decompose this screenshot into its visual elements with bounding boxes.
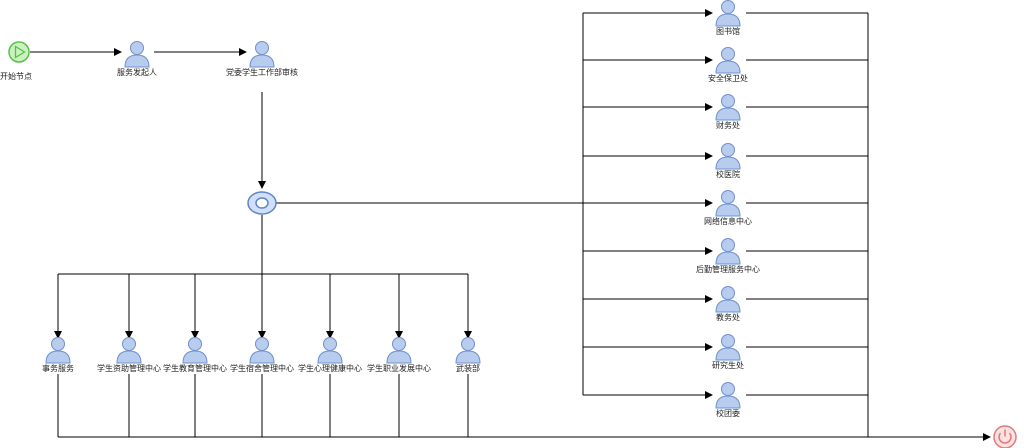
start-circle [8, 41, 30, 63]
actor-head-icon [721, 334, 735, 348]
review-label: 党委学生工作部审核 [226, 68, 298, 77]
right-role-actor-icon [715, 190, 741, 217]
actor-body-icon [715, 347, 741, 361]
actor-head-icon [392, 337, 406, 351]
actor-body-icon [715, 203, 741, 217]
right-role-label: 安全保卫处 [708, 74, 748, 83]
actor-body-icon [715, 251, 741, 265]
bottom-role-actor-icon [182, 337, 208, 364]
actor-body-icon [249, 54, 275, 68]
actor-head-icon [323, 337, 337, 351]
actor-head-icon [721, 286, 735, 300]
right-role-label: 研究生处 [712, 361, 744, 370]
end-node-icon [993, 425, 1017, 448]
actor-body-icon [116, 350, 142, 364]
right-role-actor-icon [715, 238, 741, 265]
bottom-role-actor-icon [249, 337, 275, 364]
right-role-label: 图书馆 [716, 27, 740, 36]
bottom-role-label: 事务服务 [42, 364, 74, 373]
actor-body-icon [715, 299, 741, 313]
play-icon [14, 45, 26, 59]
actor-head-icon [721, 47, 735, 61]
actor-head-icon [721, 382, 735, 396]
actor-body-icon [715, 60, 741, 74]
gateway-icon [247, 191, 277, 215]
actor-head-icon [188, 337, 202, 351]
right-role-label: 后勤管理服务中心 [696, 265, 760, 274]
bottom-role-label: 学生职业发展中心 [367, 364, 431, 373]
gateway-inner [255, 197, 269, 209]
actor-head-icon [51, 337, 65, 351]
bottom-role-actor-icon [45, 337, 71, 364]
actor-body-icon [249, 350, 275, 364]
right-role-actor-icon [715, 286, 741, 313]
actor-body-icon [455, 350, 481, 364]
right-role-label: 校医院 [716, 170, 740, 179]
right-role-actor-icon [715, 382, 741, 409]
actor-head-icon [255, 337, 269, 351]
bottom-role-actor-icon [317, 337, 343, 364]
actor-body-icon [386, 350, 412, 364]
end-circle [993, 425, 1017, 448]
bottom-role-actor-icon [455, 337, 481, 364]
actor-body-icon [45, 350, 71, 364]
actor-head-icon [721, 238, 735, 252]
initiator-label: 服务发起人 [117, 68, 157, 77]
right-role-actor-icon [715, 47, 741, 74]
actor-body-icon [715, 395, 741, 409]
bottom-role-label: 学生心理健康中心 [298, 364, 362, 373]
actor-body-icon [182, 350, 208, 364]
review-actor-icon [249, 41, 275, 68]
start-node-label: 开始节点 [0, 72, 32, 81]
actor-head-icon [721, 94, 735, 108]
actor-head-icon [122, 337, 136, 351]
power-arc [998, 432, 1012, 444]
connectors [30, 9, 991, 441]
actor-head-icon [130, 41, 144, 55]
right-role-label: 网络信息中心 [704, 217, 752, 226]
bottom-role-actor-icon [386, 337, 412, 364]
right-role-label: 财务处 [716, 121, 740, 130]
actor-body-icon [715, 107, 741, 121]
initiator-actor-icon [124, 41, 150, 68]
actor-body-icon [317, 350, 343, 364]
actor-body-icon [715, 13, 741, 27]
actor-body-icon [715, 156, 741, 170]
right-role-actor-icon [715, 0, 741, 27]
actor-body-icon [124, 54, 150, 68]
actor-head-icon [721, 190, 735, 204]
bottom-role-label: 学生资助管理中心 [97, 364, 161, 373]
bottom-role-label: 学生教育管理中心 [163, 364, 227, 373]
actor-head-icon [255, 41, 269, 55]
start-node-icon [8, 41, 30, 63]
right-role-label: 教务处 [716, 313, 740, 322]
bottom-role-label: 学生宿舍管理中心 [230, 364, 294, 373]
right-role-actor-icon [715, 143, 741, 170]
actor-head-icon [721, 0, 735, 14]
right-role-actor-icon [715, 334, 741, 361]
bottom-role-label: 武装部 [456, 364, 480, 373]
right-role-actor-icon [715, 94, 741, 121]
bottom-role-actor-icon [116, 337, 142, 364]
actor-head-icon [461, 337, 475, 351]
right-role-label: 校团委 [716, 409, 740, 418]
nodes [8, 0, 1017, 448]
actor-head-icon [721, 143, 735, 157]
